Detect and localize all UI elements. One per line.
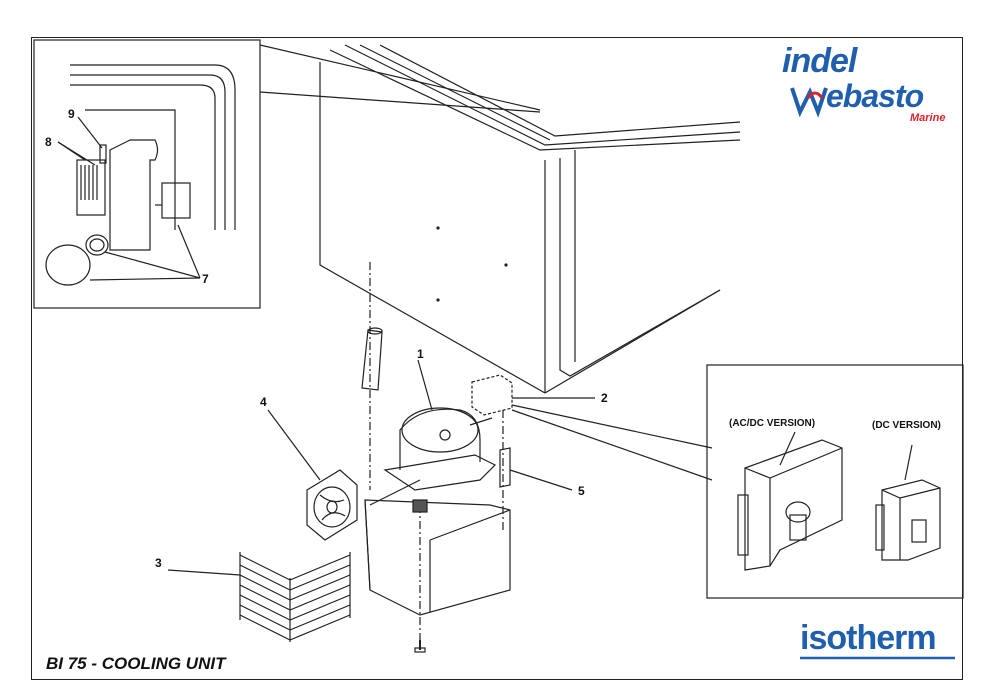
version-leader-2	[511, 409, 713, 481]
callout-9: 9	[68, 107, 75, 121]
inset-interior	[45, 64, 236, 286]
thermostat-tube	[499, 447, 511, 488]
leader-1	[417, 359, 433, 411]
fan	[306, 469, 358, 541]
callout-4: 4	[260, 395, 267, 409]
drawing-frame	[31, 37, 963, 680]
version-box	[706, 364, 964, 599]
callout-1: 1	[417, 347, 424, 361]
mounting-bracket	[364, 479, 511, 616]
dc-module	[875, 444, 941, 561]
condenser	[239, 552, 351, 642]
diagram-title: BI 75 - COOLING UNIT	[46, 654, 226, 673]
leader-5	[509, 469, 573, 491]
detail-inset-box	[33, 39, 261, 309]
callout-2: 2	[601, 391, 608, 405]
leader-3	[167, 569, 241, 576]
compressor	[383, 407, 497, 491]
inset-leaders	[57, 116, 201, 281]
rubber-grommet	[412, 499, 428, 513]
webasto-w-mark	[790, 87, 828, 118]
callout-8: 8	[45, 135, 52, 149]
webasto-red-arc	[806, 91, 824, 99]
detail-leader-bottom	[259, 91, 541, 113]
marine-logo-text: Marine	[910, 112, 946, 124]
electronic-unit-outline	[471, 374, 513, 416]
leader-4	[267, 409, 321, 481]
callout-3: 3	[155, 556, 162, 570]
callout-5: 5	[578, 484, 585, 498]
detail-leader-top	[259, 44, 541, 111]
refrigerator-cabinet	[319, 44, 741, 394]
isotherm-logo: isotherm	[800, 619, 937, 657]
sleeve-tube	[361, 329, 383, 391]
callout-7: 7	[202, 272, 209, 286]
acdc-module	[737, 431, 843, 571]
acdc-version-label: (AC/DC VERSION)	[729, 418, 816, 429]
dc-version-label: (DC VERSION)	[872, 420, 941, 431]
webasto-logo-text: ebasto	[826, 78, 924, 114]
indel-logo-text: indel	[782, 42, 857, 80]
version-leader-1	[511, 404, 713, 449]
